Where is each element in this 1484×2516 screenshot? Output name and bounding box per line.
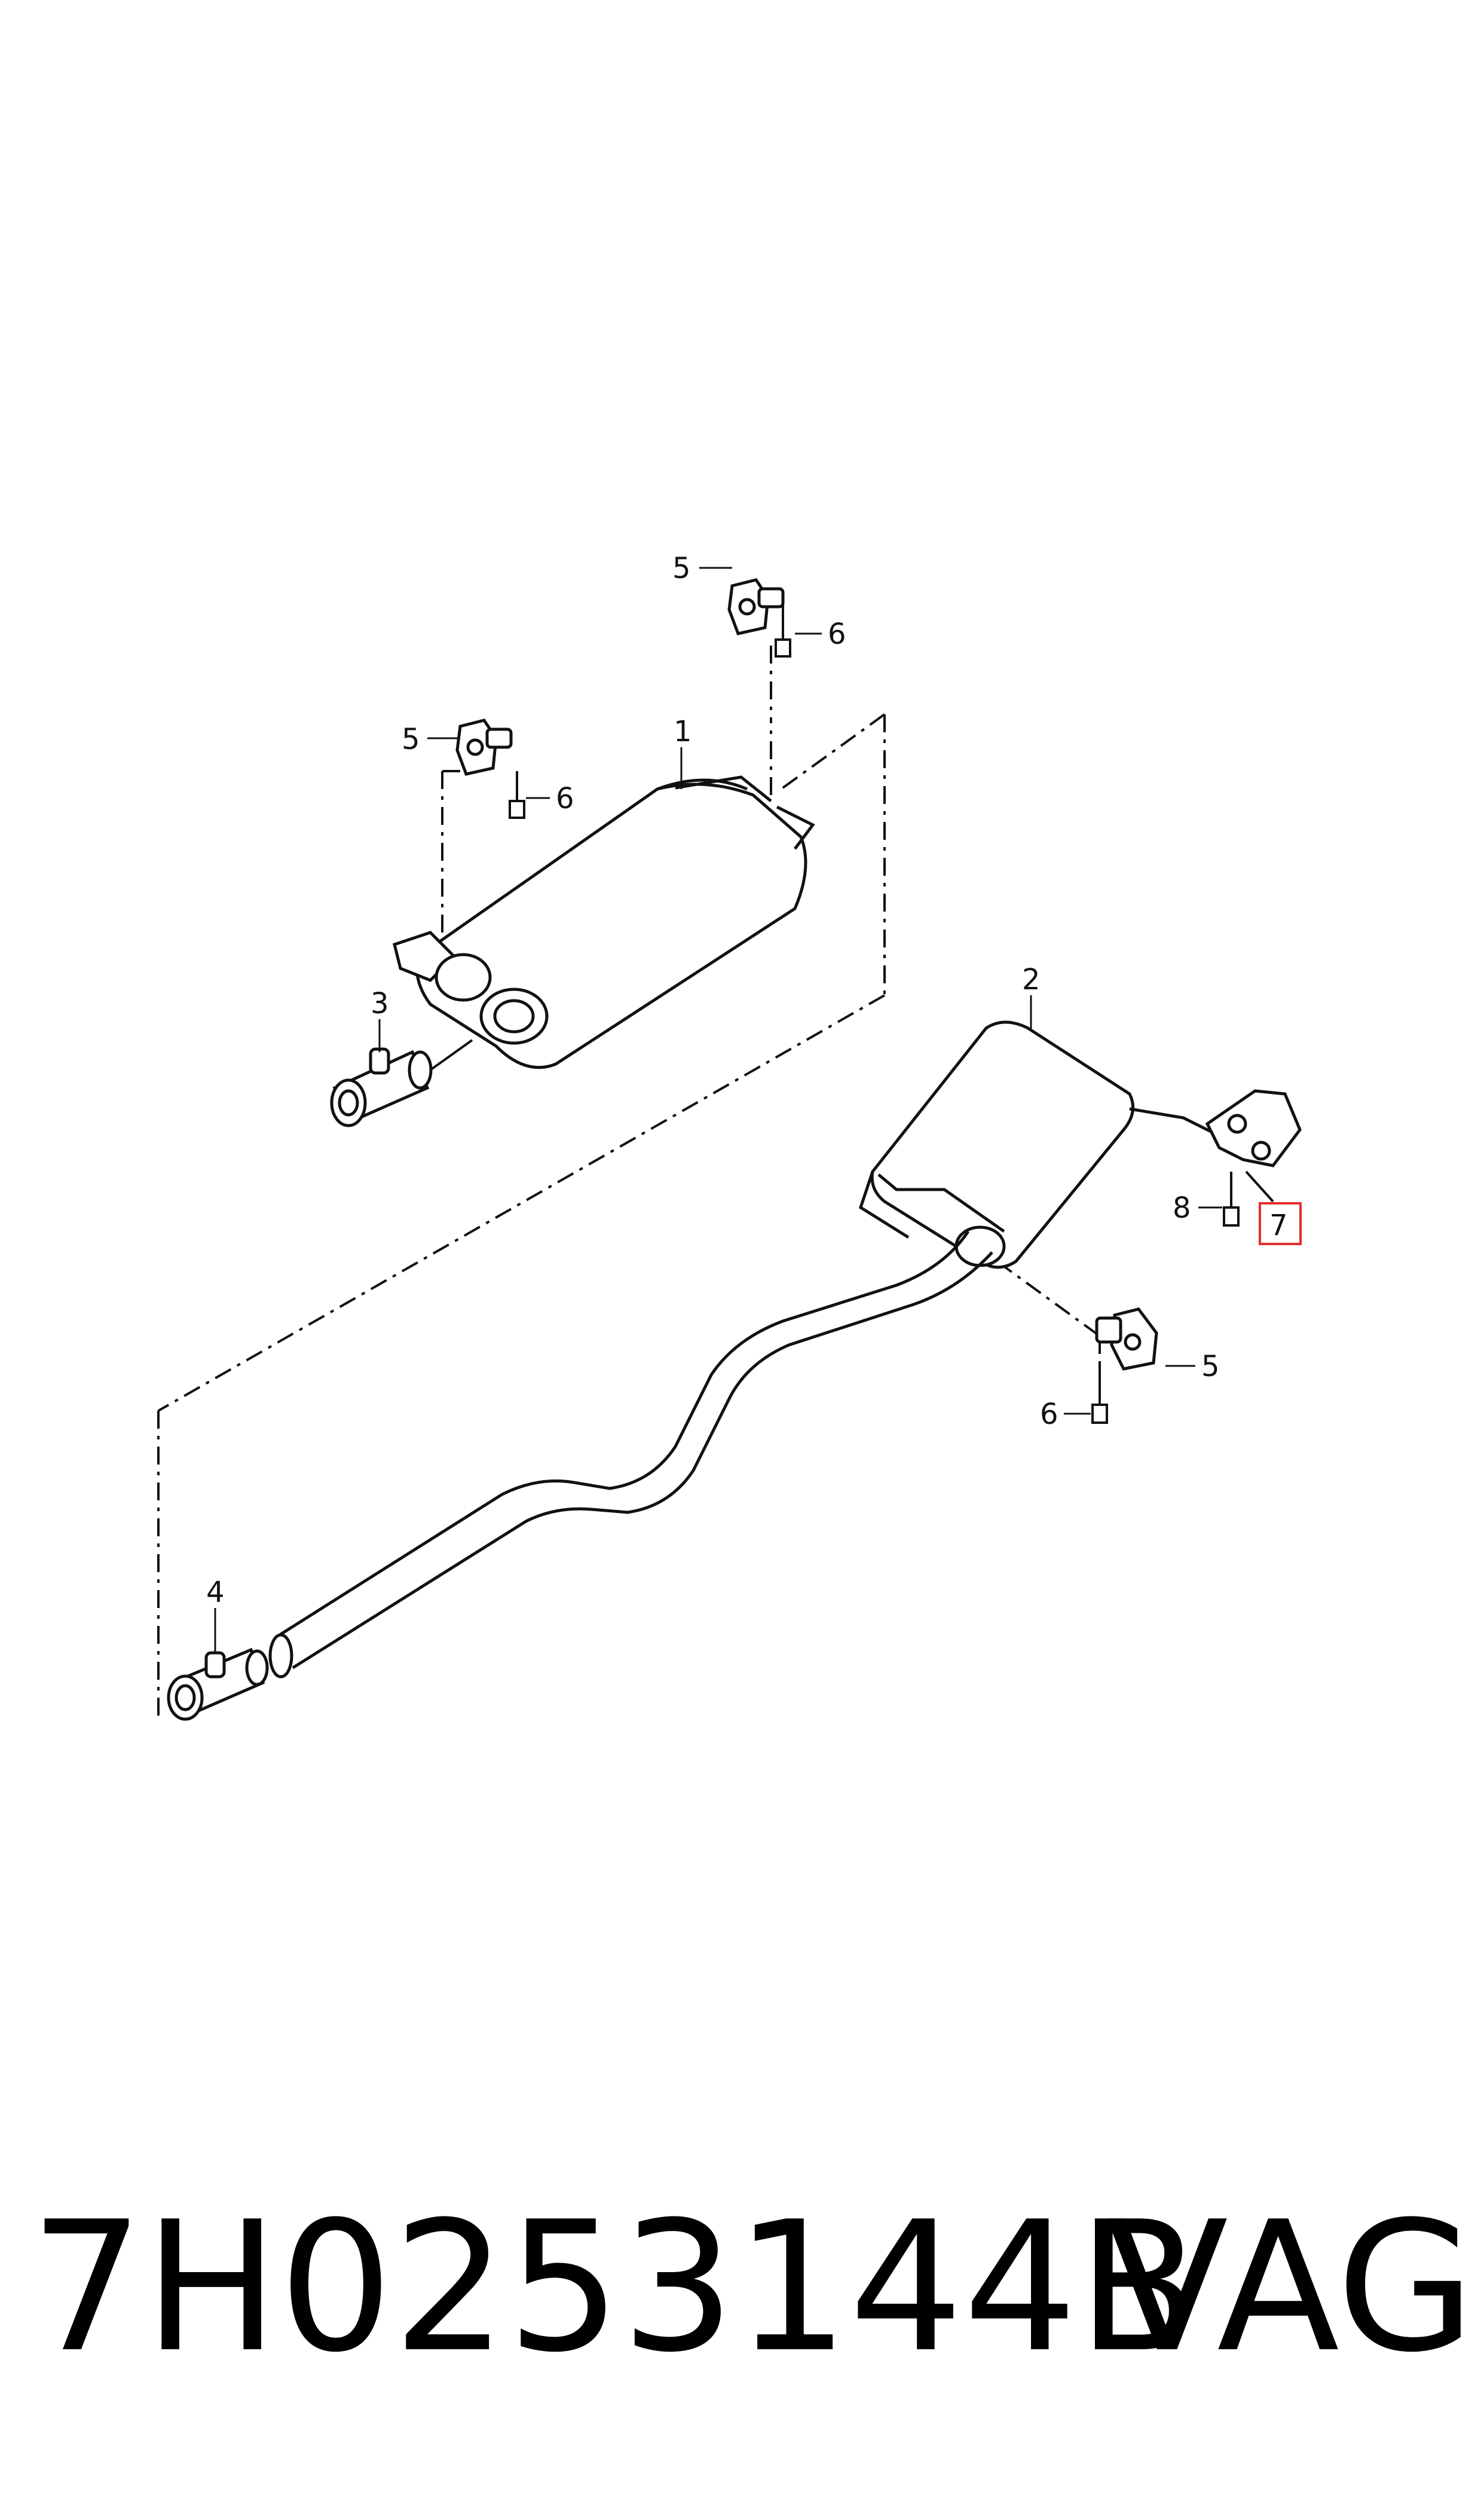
callout-2: 2 [1022,963,1041,996]
footer-part-number: 7H0253144B [30,2183,1200,2392]
hanger-top[interactable] [729,580,783,634]
clamp-front[interactable] [332,1040,472,1126]
callout-6-rear: 6 [1040,1398,1058,1431]
callout-6-top: 6 [828,617,846,651]
callout-5-rear: 5 [1201,1350,1220,1383]
bolt-top[interactable] [776,601,790,656]
callout-8: 8 [1173,1191,1191,1225]
intermediate-pipe[interactable] [270,1231,992,1677]
clamp-rear[interactable] [169,1650,267,1719]
callout-4: 4 [206,1576,225,1609]
callout-6-left: 6 [556,782,574,815]
leader-lines [214,567,1222,1653]
front-silencer[interactable] [394,777,813,1068]
callout-3: 3 [371,987,389,1020]
callout-5-left: 5 [402,723,420,756]
bolt-left[interactable] [510,771,524,818]
bolt-bracket[interactable] [1224,1172,1238,1225]
hanger-left[interactable] [457,720,511,774]
assembly-frame [157,646,1101,1716]
bolt-rear[interactable] [1093,1363,1107,1423]
callout-5-top: 5 [672,552,691,585]
callout-7-highlight[interactable]: 7 [1259,1202,1302,1245]
rear-hanger-bracket[interactable] [1207,1091,1300,1202]
callout-7: 7 [1269,1209,1288,1242]
hanger-rear[interactable] [1097,1309,1156,1369]
footer-brand: VAG [1106,2183,1475,2392]
callout-1: 1 [674,715,692,748]
rear-silencer[interactable] [861,1022,1219,1267]
